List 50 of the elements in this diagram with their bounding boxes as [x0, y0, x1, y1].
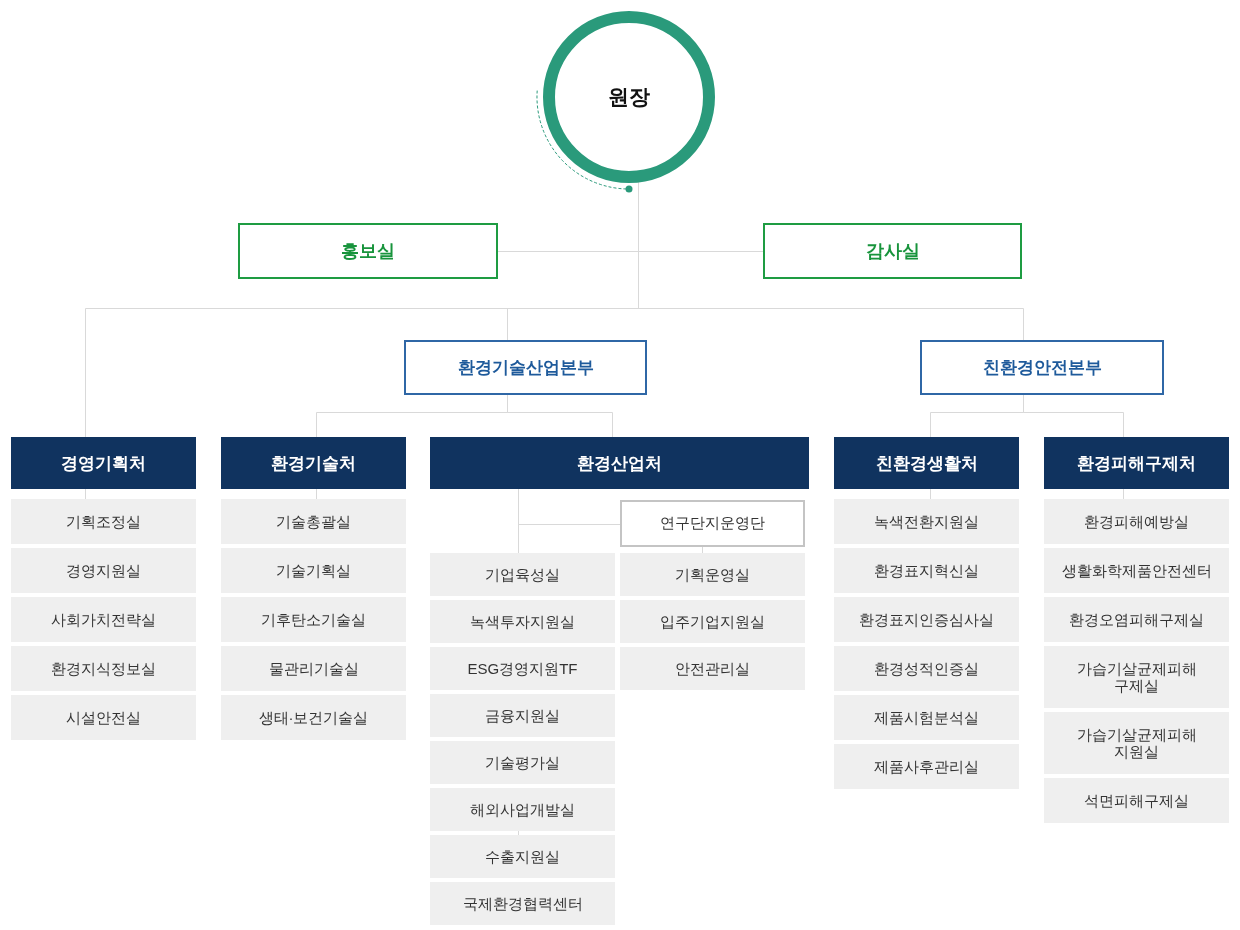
- team-box: ESG경영지원TF: [430, 647, 615, 690]
- unit-box: 연구단지운영단: [620, 500, 805, 547]
- team-box: 기술총괄실: [221, 499, 406, 544]
- department-header: 환경산업처: [430, 437, 809, 489]
- team-box: 제품시험분석실: [834, 695, 1019, 740]
- circle-node: 원장: [543, 11, 715, 183]
- team-box: 가습기살균제피해 지원실: [1044, 712, 1229, 774]
- team-box: 환경성적인증실: [834, 646, 1019, 691]
- department-header: 친환경생활처: [834, 437, 1019, 489]
- team-box: 기업육성실: [430, 553, 615, 596]
- team-box: 기술평가실: [430, 741, 615, 784]
- team-box: 수출지원실: [430, 835, 615, 878]
- headquarters-box: 친환경안전본부: [920, 340, 1164, 395]
- team-box: 환경오염피해구제실: [1044, 597, 1229, 642]
- connector-line: [702, 546, 703, 554]
- team-box: 입주기업지원실: [620, 600, 805, 643]
- team-box: 사회가치전략실: [11, 597, 196, 642]
- connector-line: [316, 488, 317, 500]
- department-header: 환경피해구제처: [1044, 437, 1229, 489]
- team-box: 제품사후관리실: [834, 744, 1019, 789]
- team-box: 국제환경협력센터: [430, 882, 615, 925]
- department-header: 경영기획처: [11, 437, 196, 489]
- team-box: 가습기살균제피해 구제실: [1044, 646, 1229, 708]
- office-box: 감사실: [763, 223, 1022, 279]
- department-header: 환경기술처: [221, 437, 406, 489]
- connector-line: [1123, 488, 1124, 500]
- team-box: 석면피해구제실: [1044, 778, 1229, 823]
- team-box: 생태·보건기술실: [221, 695, 406, 740]
- team-box: 금융지원실: [430, 694, 615, 737]
- team-box: 안전관리실: [620, 647, 805, 690]
- connector-line: [518, 830, 519, 836]
- team-box: 환경지식정보실: [11, 646, 196, 691]
- team-box: 시설안전실: [11, 695, 196, 740]
- team-box: 물관리기술실: [221, 646, 406, 691]
- headquarters-box: 환경기술산업본부: [404, 340, 647, 395]
- team-box: 환경피해예방실: [1044, 499, 1229, 544]
- team-box: 녹색전환지원실: [834, 499, 1019, 544]
- team-box: 환경표지혁신실: [834, 548, 1019, 593]
- team-box: 환경표지인증심사실: [834, 597, 1019, 642]
- team-box: 기후탄소기술실: [221, 597, 406, 642]
- team-box: 기획운영실: [620, 553, 805, 596]
- team-box: 기획조정실: [11, 499, 196, 544]
- team-box: 생활화학제품안전센터: [1044, 548, 1229, 593]
- connector-line: [930, 488, 931, 500]
- team-box: 해외사업개발실: [430, 788, 615, 831]
- team-box: 경영지원실: [11, 548, 196, 593]
- connector-line: [85, 488, 86, 500]
- team-box: 기술기획실: [221, 548, 406, 593]
- team-box: 녹색투자지원실: [430, 600, 615, 643]
- office-box: 홍보실: [238, 223, 498, 279]
